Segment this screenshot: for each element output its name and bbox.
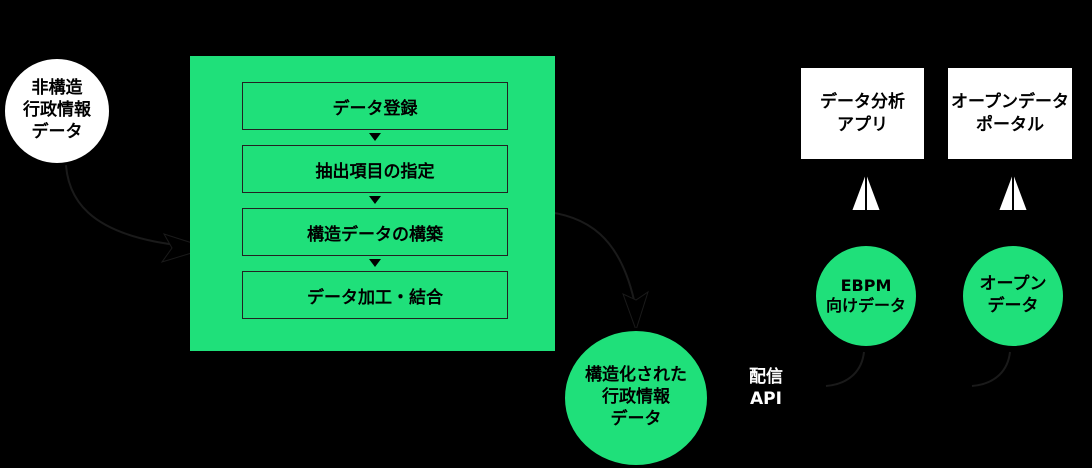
source-node-label: 非構造 行政情報 データ <box>23 78 91 142</box>
analysis-app-label: データ分析 アプリ <box>820 91 905 135</box>
structured-data-node: 構造化された 行政情報 データ <box>562 328 710 468</box>
arrowhead-source-to-process <box>160 233 210 263</box>
api-label: 配信 API <box>749 367 783 410</box>
open-data-node: オープン データ <box>960 243 1066 349</box>
connector-source-to-process <box>64 147 186 247</box>
step-label: 抽出項目の指定 <box>315 161 435 182</box>
ebpm-data-node: EBPM 向けデータ <box>813 243 919 349</box>
step-label: データ加工・結合 <box>307 287 443 308</box>
step-extraction-fields: 抽出項目の指定 <box>242 145 508 193</box>
step-label: データ登録 <box>332 98 418 119</box>
structured-node-label: 構造化された 行政情報 データ <box>585 365 687 429</box>
source-node-unstructured-data: 非構造 行政情報 データ <box>2 56 112 166</box>
step-arrow-down-icon <box>369 133 381 141</box>
open-data-node-label: オープン データ <box>979 274 1047 316</box>
open-data-portal-box: オープンデータ ポータル <box>948 68 1072 159</box>
step-process-and-join: データ加工・結合 <box>242 271 508 319</box>
portal-app-label: オープンデータ ポータル <box>951 91 1069 135</box>
process-panel: データ登録 抽出項目の指定 構造データの構築 データ加工・結合 <box>190 56 555 351</box>
connector-api-to-ebpm <box>825 351 865 387</box>
step-arrow-down-icon <box>369 196 381 204</box>
arrowhead-process-to-structured <box>622 290 649 332</box>
step-label: 構造データの構築 <box>307 224 443 245</box>
ebpm-node-label: EBPM 向けデータ <box>825 275 906 315</box>
connector-api-to-open <box>971 351 1011 387</box>
step-build-structured-data: 構造データの構築 <box>242 208 508 256</box>
data-analysis-app-box: データ分析 アプリ <box>801 68 924 159</box>
step-arrow-down-icon <box>369 259 381 267</box>
step-data-registration: データ登録 <box>242 82 508 130</box>
